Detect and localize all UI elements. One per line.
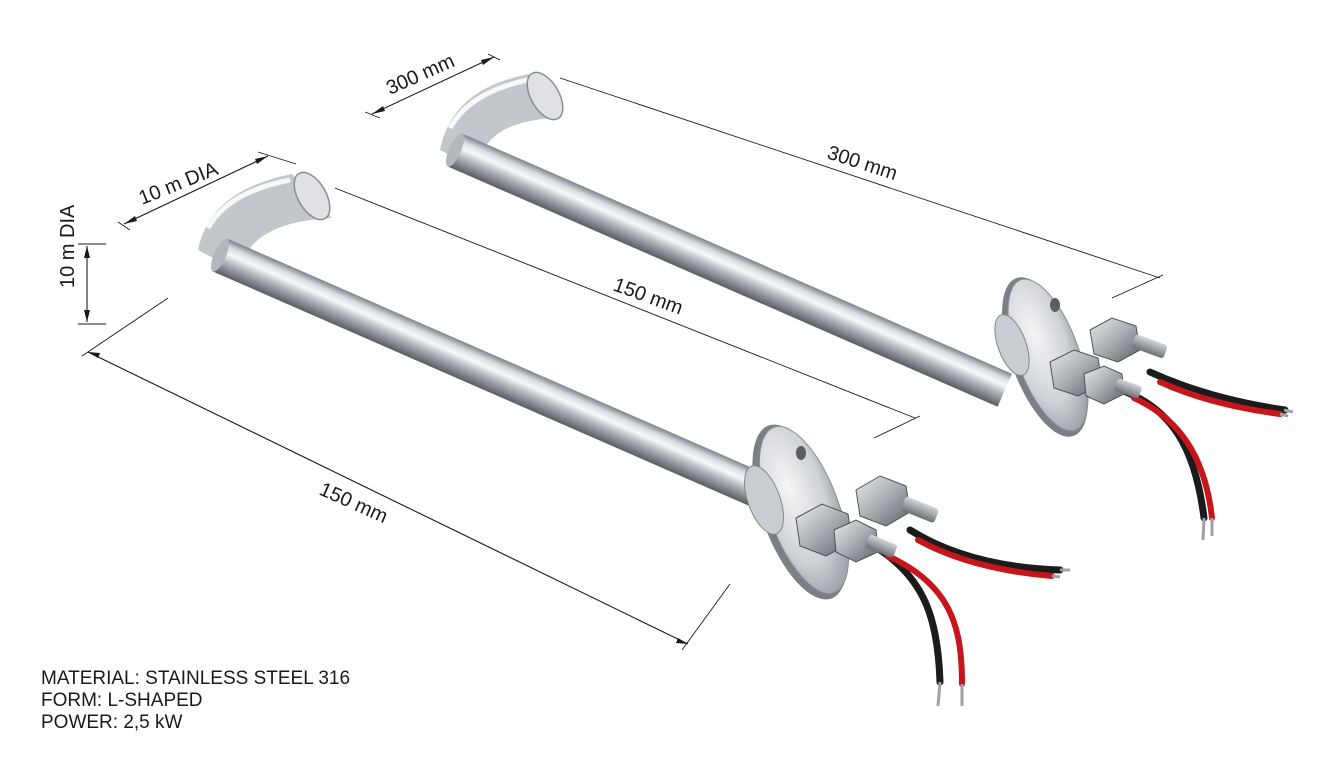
front-flange-hole bbox=[796, 446, 806, 460]
front-wires bbox=[876, 526, 1070, 707]
rear-heating-element bbox=[440, 71, 1294, 541]
rear-bend-width-label: 300 mm bbox=[383, 50, 458, 99]
front-terminals bbox=[795, 475, 939, 563]
power-spec: POWER: 2,5 kW bbox=[41, 712, 183, 733]
specifications-block: MATERIAL: STAINLESS STEEL 316 FORM: L-SH… bbox=[41, 668, 350, 734]
front-flange bbox=[744, 424, 850, 600]
rear-tube bbox=[445, 133, 1013, 407]
rear-wires bbox=[1122, 368, 1294, 541]
front-heating-element bbox=[198, 171, 1070, 707]
material-spec: MATERIAL: STAINLESS STEEL 316 bbox=[41, 668, 351, 689]
front-tube bbox=[210, 238, 768, 508]
rear-terminals bbox=[1049, 317, 1168, 405]
dimension-lines bbox=[78, 53, 1164, 651]
rear-flange-hole bbox=[1050, 298, 1060, 312]
front-height-diameter-label: 10 m DIA bbox=[57, 204, 79, 288]
front-lower-length-label: 150 mm bbox=[316, 478, 391, 527]
form-spec: FORM: L-SHAPED bbox=[41, 690, 203, 711]
